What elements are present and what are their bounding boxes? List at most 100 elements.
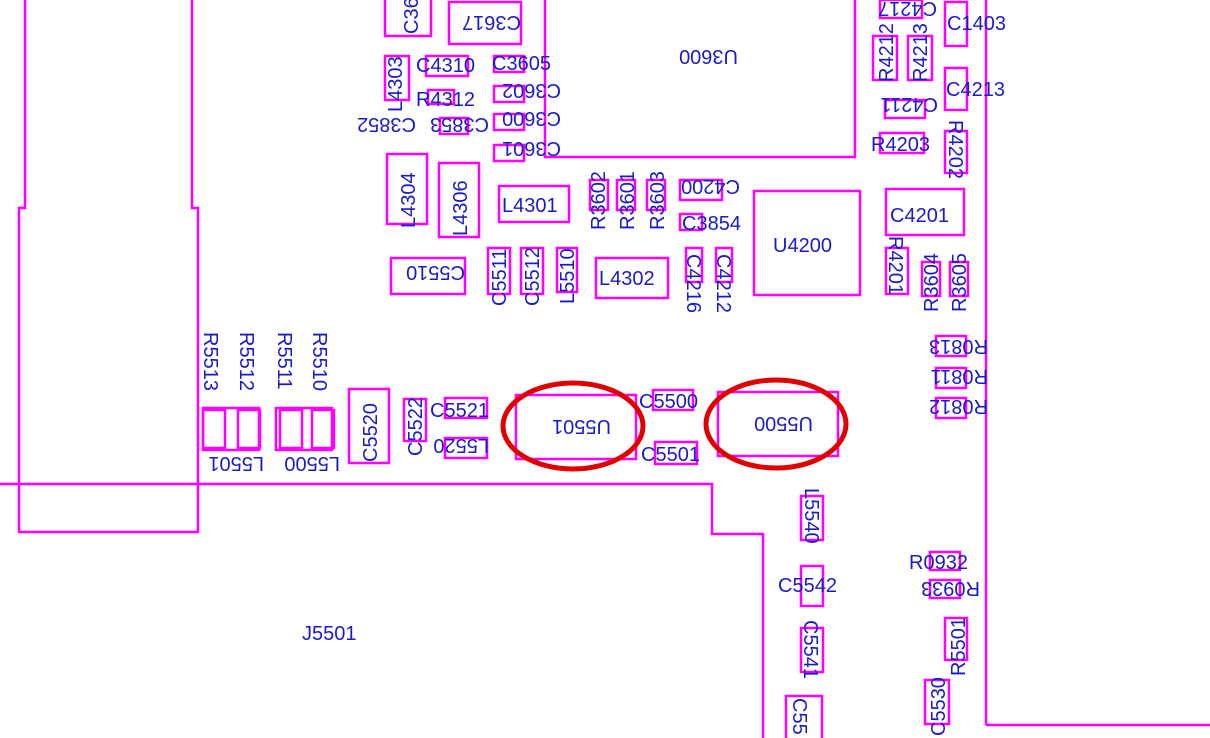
label-c3600: C3600 <box>502 107 561 129</box>
label-c3602: C3602 <box>502 79 561 101</box>
label-r0811: R0811 <box>931 365 988 387</box>
u5500-highlight-circle <box>703 377 849 471</box>
label-c5522: C5522 <box>405 397 427 456</box>
label-u5501: U5501 <box>552 415 611 437</box>
label-c55: C55 <box>788 698 810 735</box>
c4211-body <box>883 98 927 120</box>
c4213-body <box>943 66 969 112</box>
c3605-body <box>492 54 526 74</box>
label-c4310: C4310 <box>416 55 475 77</box>
r5512-body <box>236 408 262 450</box>
label-c5542: C5542 <box>778 575 837 597</box>
c55-body <box>784 694 824 738</box>
label-r4203: R4203 <box>871 134 930 156</box>
label-r5501: R5501 <box>948 617 970 676</box>
label-c36: C36 <box>401 0 423 34</box>
label-c3605: C3605 <box>492 53 551 75</box>
l5510-body <box>555 246 579 294</box>
label-l4302: L4302 <box>599 268 655 290</box>
label-c4217: C4217 <box>878 0 937 19</box>
label-r4312: R4312 <box>416 89 475 111</box>
r0932-body <box>928 550 962 572</box>
label-c5512: C5512 <box>522 247 544 306</box>
r5513-body <box>201 408 227 450</box>
label-r3605: R3605 <box>949 253 971 312</box>
label-c3854: C3854 <box>682 213 741 235</box>
label-c5500: C5500 <box>639 391 698 413</box>
c3617-body <box>447 0 523 46</box>
l5500-body <box>274 406 334 452</box>
label-r3604: R3604 <box>921 253 943 312</box>
label-r4202: R4202 <box>944 120 966 179</box>
r3601-body <box>615 178 637 212</box>
r0933-body <box>928 578 962 600</box>
label-c4200: C4200 <box>681 175 740 197</box>
r4202-body <box>943 129 969 175</box>
label-r3601: R3601 <box>617 171 639 230</box>
l5540-body <box>799 494 825 542</box>
label-l4301: L4301 <box>502 195 558 217</box>
label-c3852: C3852 <box>357 113 416 135</box>
c4212-body <box>714 246 734 284</box>
label-c4201: C4201 <box>890 205 949 227</box>
u4200-body <box>752 189 862 297</box>
label-c4212: C4212 <box>712 254 734 313</box>
c5511-body <box>486 246 512 296</box>
label-r4201: R4201 <box>884 236 906 295</box>
c5510-body <box>389 256 467 296</box>
r3602-body <box>588 178 610 212</box>
l4304-body <box>385 152 429 226</box>
c3600-body <box>492 112 526 132</box>
c4200-body <box>678 178 724 202</box>
c4217-body <box>878 0 924 20</box>
r0813-body <box>934 334 968 358</box>
label-r0933: R0933 <box>921 577 980 599</box>
label-u5500: U5500 <box>754 412 813 434</box>
label-c3853: C3853 <box>430 113 489 135</box>
label-c5521: C5521 <box>430 400 489 422</box>
c5501-body <box>653 440 699 466</box>
c5520-body <box>347 387 391 465</box>
c5522-body <box>402 397 428 443</box>
label-j5501: J5501 <box>302 623 357 645</box>
c5500-body <box>651 388 695 412</box>
r4312-body <box>426 88 456 106</box>
highlight-marks <box>500 377 849 472</box>
designator-labels: C36 L4303 R4212 R4213 L4304 L4306 R3602 … <box>199 0 1006 736</box>
label-c5541: C5541 <box>799 620 821 679</box>
label-r4213: R4213 <box>910 23 932 82</box>
r4201-body <box>884 246 910 296</box>
label-c3601: C3601 <box>502 137 561 159</box>
label-l4304: L4304 <box>398 172 420 228</box>
c5521-body <box>443 396 489 420</box>
label-r0813: R0813 <box>929 335 988 357</box>
label-l4306: L4306 <box>450 180 472 236</box>
c5530-body <box>923 678 951 726</box>
label-r5513: R5513 <box>199 332 221 391</box>
label-u3600: U3600 <box>679 45 738 67</box>
r3605-body <box>948 260 970 298</box>
u5500-body <box>716 390 840 458</box>
label-l5520: L5520 <box>433 434 489 456</box>
c5512-body <box>519 246 545 296</box>
c36-body <box>383 0 433 38</box>
r5511-body <box>278 408 304 450</box>
bottom-region-outline <box>0 482 765 738</box>
r4203-body <box>878 131 926 155</box>
l5520-body <box>443 436 489 460</box>
label-c5511: C5511 <box>489 249 511 306</box>
c5541-body <box>799 626 825 674</box>
c3854-body <box>678 212 704 232</box>
r4213-body <box>906 34 934 82</box>
l5501-body <box>201 406 261 452</box>
r4212-body <box>871 34 899 82</box>
left-connector-outline <box>17 0 200 534</box>
label-r0812: R0812 <box>929 395 988 417</box>
u5501-body <box>514 393 638 461</box>
l4306-body <box>437 161 481 239</box>
label-c5520: C5520 <box>360 403 382 462</box>
label-c5501: C5501 <box>641 444 700 466</box>
u3600-outline <box>543 0 857 159</box>
